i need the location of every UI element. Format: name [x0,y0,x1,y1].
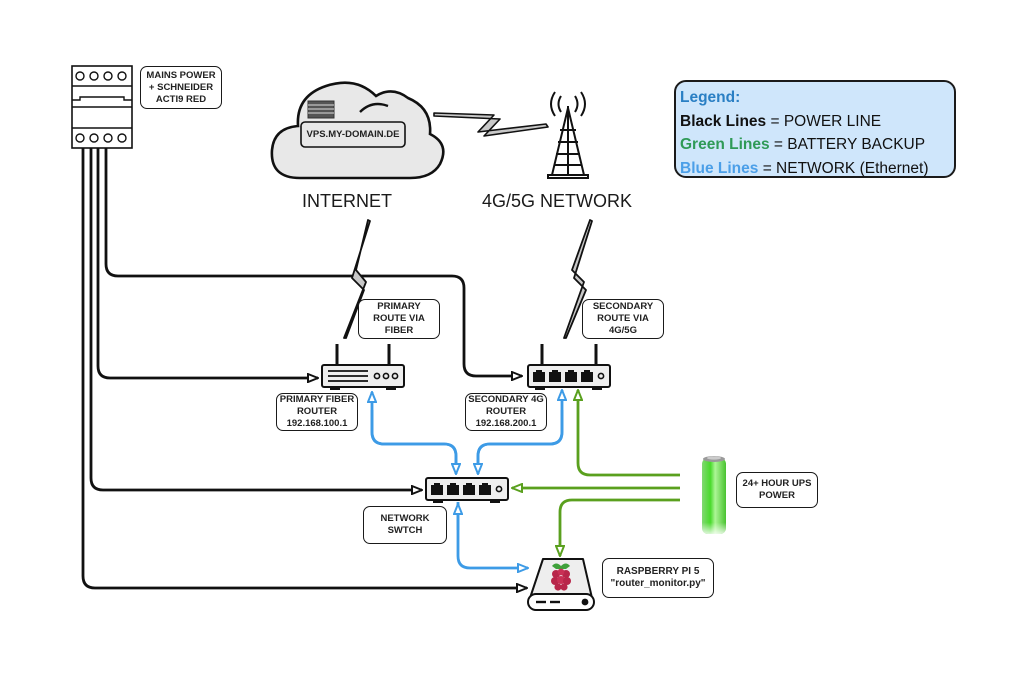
raspberry-pi-icon [527,558,595,611]
battery-line-raspberry [560,498,680,556]
power-lines [81,148,527,588]
legend-key-power: Black Lines [680,112,767,130]
legend-header: Legend: [680,89,741,106]
secondary-router-label: SECONDARY 4G ROUTER 192.168.200.1 [465,393,547,431]
power-line-switch [89,148,422,490]
legend-key-network: Blue Lines [680,159,759,177]
raspberry-pi-label: RASPBERRY PI 5 "router_monitor.py" [602,558,714,598]
cell-tower-icon [547,91,589,179]
battery-lines [512,390,680,556]
secondary-router-icon [527,344,611,390]
secondary-route-label: SECONDARY ROUTE VIA 4G/5G [582,299,664,339]
network-switch-label: NETWORK SWTCH [363,506,447,544]
mains-power-label: MAINS POWER + SCHNEIDER ACTI9 RED [140,66,222,109]
vps-server-label: VPS.MY-DOMAIN.DE [306,129,400,140]
internet-title: INTERNET [302,191,392,211]
primary-router-label: PRIMARY FIBER ROUTER 192.168.100.1 [276,393,358,431]
legend-key-battery: Green Lines [680,136,770,153]
primary-router-icon [321,344,405,390]
wireless-link-primary-icon [343,219,371,339]
internet-cloud-icon [270,81,445,180]
network-lines [372,390,562,568]
legend-item-network: Blue Lines = NETWORK (Ethernet) [680,159,929,177]
network-line-switch-secondary-router-rev [478,410,564,474]
mains-breaker-icon [71,65,133,149]
power-line-raspberry [81,148,527,588]
battery-line-secondary-router [578,390,680,477]
power-line-primary-router [96,148,318,378]
legend-item-power: Black Lines = POWER LINE [680,112,882,130]
network-line-switch-raspberry [456,502,528,568]
network-switch-icon [425,477,509,503]
legend: Legend: Black Lines = POWER LINE Green L… [674,80,956,178]
raspberry-logo-icon [551,563,571,591]
wireless-link-secondary-icon [563,219,593,339]
battery-icon [702,456,726,534]
ups-label: 24+ HOUR UPS POWER [736,472,818,508]
wireless-link-icon [433,112,549,137]
network-line-switch-primary-router-rev [370,410,456,474]
legend-item-battery: Green Lines = BATTERY BACKUP [680,136,926,153]
server-icon [307,100,335,119]
primary-route-label: PRIMARY ROUTE VIA FIBER [358,299,440,339]
power-line-secondary-router [104,148,522,376]
cellular-network-title: 4G/5G NETWORK [482,191,633,211]
network-line-switch-primary-router [372,392,458,470]
